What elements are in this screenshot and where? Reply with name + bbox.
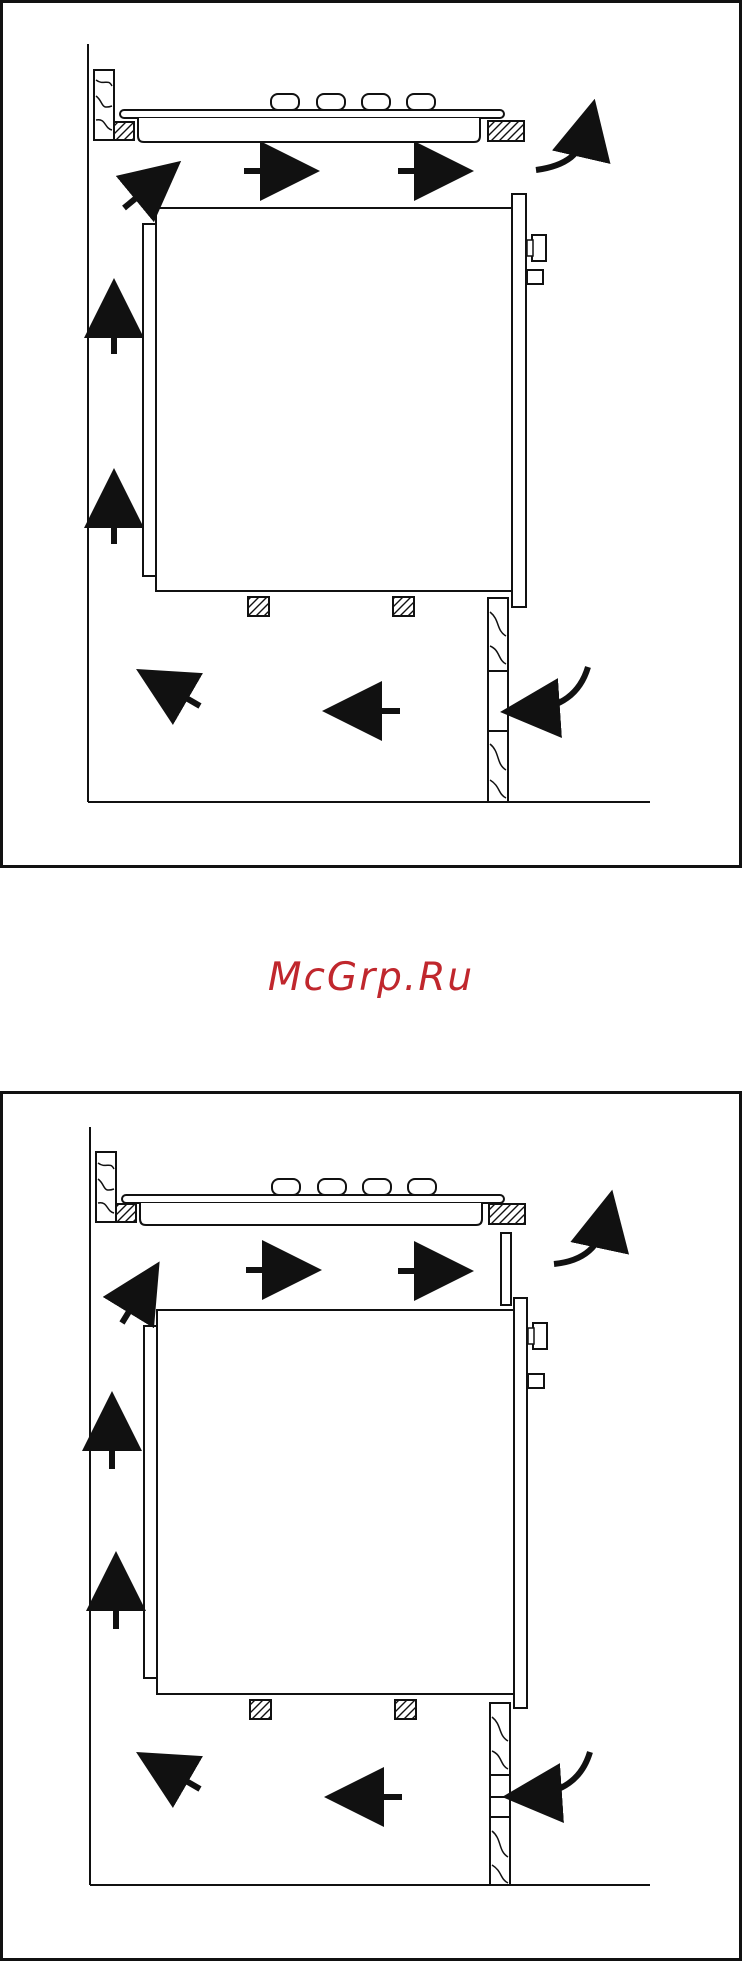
burner-icon bbox=[317, 94, 345, 110]
knob-icon bbox=[533, 1323, 547, 1349]
foot-icon bbox=[393, 597, 414, 616]
watermark-text: McGrp.Ru bbox=[0, 955, 742, 1011]
ventilation-diagram-top bbox=[0, 0, 742, 870]
arrow-icon bbox=[162, 684, 200, 706]
wood-hatch-icon bbox=[488, 121, 524, 141]
knob-stem bbox=[527, 240, 533, 256]
plinth bbox=[488, 598, 508, 802]
diagram-svg-top bbox=[0, 0, 742, 870]
hob bbox=[122, 1179, 504, 1225]
wood-hatch-icon bbox=[94, 70, 134, 140]
burner-icon bbox=[272, 1179, 300, 1195]
burner-icon bbox=[318, 1179, 346, 1195]
oven-back-panel bbox=[143, 224, 156, 576]
oven-back-panel bbox=[144, 1326, 157, 1678]
plinth bbox=[490, 1703, 510, 1885]
handle-icon bbox=[527, 270, 543, 284]
burner-icon bbox=[362, 94, 390, 110]
curved-arrow-icon bbox=[530, 667, 588, 710]
oven-body bbox=[157, 1310, 514, 1694]
curved-arrow-icon bbox=[554, 1219, 606, 1264]
burner-icon bbox=[407, 94, 435, 110]
curved-arrow-icon bbox=[532, 1752, 590, 1795]
arrow-icon bbox=[124, 180, 158, 208]
burner-icon bbox=[408, 1179, 436, 1195]
foot-icon bbox=[395, 1700, 416, 1719]
burner-icon bbox=[363, 1179, 391, 1195]
oven-door bbox=[514, 1298, 527, 1708]
ventilation-diagram-bottom bbox=[0, 1091, 742, 1961]
handle-icon bbox=[528, 1374, 544, 1388]
knob-icon bbox=[532, 235, 546, 261]
knob-stem bbox=[528, 1328, 534, 1344]
arrow-icon bbox=[122, 1287, 144, 1323]
wood-hatch-icon bbox=[96, 1152, 136, 1222]
front-trim bbox=[501, 1233, 511, 1305]
wood-hatch-icon bbox=[489, 1204, 525, 1224]
burner-icon bbox=[271, 94, 299, 110]
hob bbox=[120, 94, 504, 142]
foot-icon bbox=[250, 1700, 271, 1719]
oven-door bbox=[512, 194, 526, 607]
diagram-svg-bottom bbox=[0, 1091, 742, 1961]
arrow-icon bbox=[162, 1767, 200, 1789]
oven-body bbox=[156, 208, 512, 591]
foot-icon bbox=[248, 597, 269, 616]
curved-arrow-icon bbox=[536, 128, 588, 170]
